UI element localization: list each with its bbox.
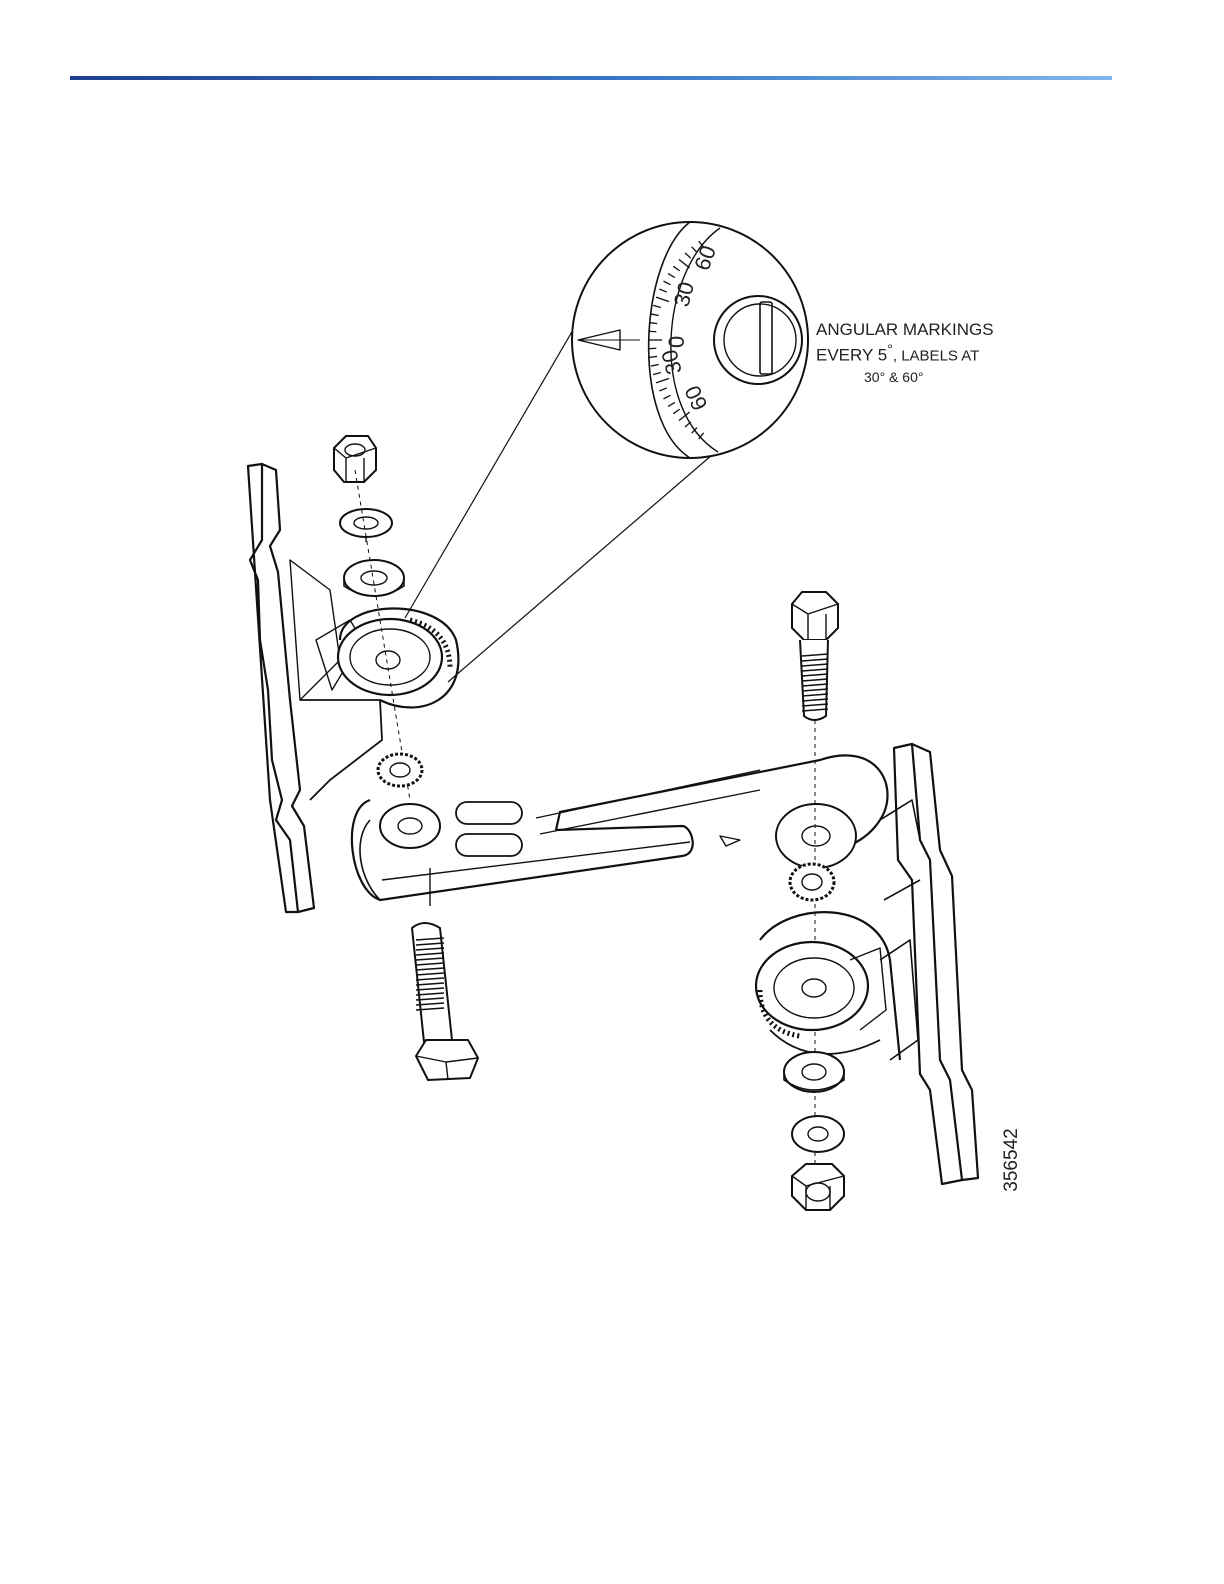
callout-line-2-rest: , LABELS AT [893,348,979,365]
top-nut [334,436,376,482]
callout-line-3: 30° & 60° [816,367,994,388]
upper-hub [338,608,458,707]
callout-line-2-main: EVERY 5 [816,346,887,365]
dial-detail-circle [572,222,808,458]
upper-star-washer [378,754,422,786]
top-flat-washer [344,560,404,596]
lower-left-bolt [412,923,478,1080]
leader-line-bottom [448,455,712,682]
figure-id: 356542 [1001,1128,1023,1191]
callout-line-2: EVERY 5°, LABELS AT [816,340,994,367]
dial-label-0: 0 [664,336,689,348]
upper-right-bolt [792,592,838,720]
dial-tick [648,348,656,349]
lower-hub [756,912,900,1060]
bottom-lock-washer [792,1116,844,1152]
bottom-flat-washer [784,1052,844,1092]
bottom-nut [792,1164,844,1210]
callout-line-1: ANGULAR MARKINGS [816,319,994,340]
lower-star-washer [790,864,834,900]
dial-tick [648,331,656,332]
angular-markings-callout: ANGULAR MARKINGS EVERY 5°, LABELS AT 30°… [816,319,994,388]
right-mounting-plate [880,744,978,1184]
